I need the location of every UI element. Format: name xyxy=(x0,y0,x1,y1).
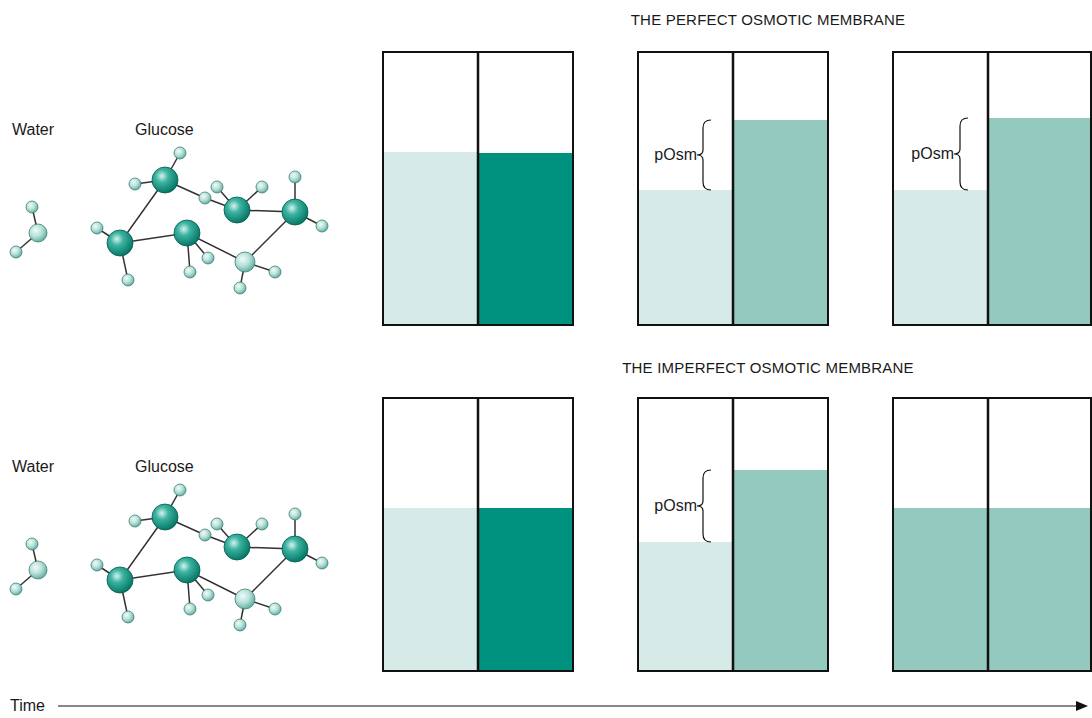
hydrogen-atom xyxy=(184,266,196,278)
hydrogen-atom xyxy=(91,222,103,234)
carbon-atom xyxy=(152,504,178,530)
hydrogen-atom xyxy=(269,266,281,278)
oxygen-atom xyxy=(235,252,255,272)
label-text: pOsm xyxy=(654,497,697,515)
label-text: pOsm xyxy=(654,146,697,164)
hydrogen-atom xyxy=(289,171,301,183)
hydrogen-atom xyxy=(211,518,223,530)
water-atom xyxy=(10,246,22,258)
hydrogen-atom xyxy=(122,611,134,623)
solution-fill xyxy=(893,190,988,325)
hydrogen-atom xyxy=(122,274,134,286)
hydrogen-atom xyxy=(256,518,268,530)
hydrogen-atom xyxy=(202,252,214,264)
membrane xyxy=(477,398,480,671)
carbon-atom xyxy=(174,220,200,246)
oxygen-atom xyxy=(199,192,211,204)
oxygen-atom xyxy=(199,529,211,541)
container-outline xyxy=(893,398,1091,671)
carbon-atom xyxy=(282,536,308,562)
solution-fill xyxy=(478,153,573,325)
water-atom xyxy=(10,583,22,595)
brace xyxy=(697,470,711,542)
hydrogen-atom xyxy=(289,508,301,520)
hydrogen-atom xyxy=(256,181,268,193)
carbon-atom xyxy=(224,197,250,223)
carbon-atom xyxy=(107,230,133,256)
solution-fill xyxy=(638,190,733,325)
membrane xyxy=(477,52,480,325)
hydrogen-atom xyxy=(174,147,186,159)
membrane xyxy=(732,398,735,671)
label-text: pOsm xyxy=(911,145,954,163)
solution-fill xyxy=(733,470,828,671)
solution-fill xyxy=(383,508,478,671)
oxygen-atom xyxy=(235,589,255,609)
hydrogen-atom xyxy=(316,220,328,232)
section-heading: THE PERFECT OSMOTIC MEMBRANE xyxy=(631,12,906,29)
water-atom xyxy=(29,224,47,242)
carbon-atom xyxy=(282,199,308,225)
water-atom xyxy=(29,561,47,579)
hydrogen-atom xyxy=(269,603,281,615)
molecules-bottom xyxy=(10,484,328,631)
carbon-atom xyxy=(152,167,178,193)
carbon-atom xyxy=(224,534,250,560)
hydrogen-atom xyxy=(202,589,214,601)
hydrogen-atom xyxy=(211,181,223,193)
solution-fill xyxy=(733,120,828,325)
time-axis xyxy=(58,706,1078,707)
carbon-atom xyxy=(107,567,133,593)
hydrogen-atom xyxy=(184,603,196,615)
beakers xyxy=(383,52,1091,671)
container-outline xyxy=(638,52,828,325)
container-outline xyxy=(383,52,573,325)
membrane xyxy=(987,398,990,671)
solution-fill xyxy=(478,508,573,671)
container-outline xyxy=(893,52,1091,325)
brace xyxy=(697,120,711,190)
hydrogen-atom xyxy=(234,282,246,294)
solution-fill xyxy=(988,508,1091,671)
container-outline xyxy=(638,398,828,671)
container-outline xyxy=(383,398,573,671)
label-text: Water xyxy=(12,121,54,139)
water-atom xyxy=(26,201,38,213)
ring-bond xyxy=(120,180,295,262)
carbon-atom xyxy=(174,557,200,583)
hydrogen-atom xyxy=(129,515,141,527)
membrane xyxy=(732,52,735,325)
hydrogen-atom xyxy=(234,619,246,631)
label-text: Glucose xyxy=(135,458,194,476)
solution-fill xyxy=(638,542,733,671)
membrane xyxy=(987,52,990,325)
hydrogen-atom xyxy=(316,557,328,569)
solution-fill xyxy=(893,508,988,671)
label-text: Water xyxy=(12,458,54,476)
hydrogen-atom xyxy=(91,559,103,571)
section-heading: THE IMPERFECT OSMOTIC MEMBRANE xyxy=(622,360,914,377)
solution-fill xyxy=(383,152,478,325)
molecules-top xyxy=(10,147,328,294)
solution-fill xyxy=(988,118,1091,325)
arrowhead xyxy=(1076,701,1088,711)
hydrogen-atom xyxy=(174,484,186,496)
label-text: Glucose xyxy=(135,121,194,139)
hydrogen-atom xyxy=(129,178,141,190)
brace xyxy=(954,118,968,190)
ring-bond xyxy=(120,517,295,599)
water-atom xyxy=(26,538,38,550)
label-text: Time xyxy=(10,697,49,715)
